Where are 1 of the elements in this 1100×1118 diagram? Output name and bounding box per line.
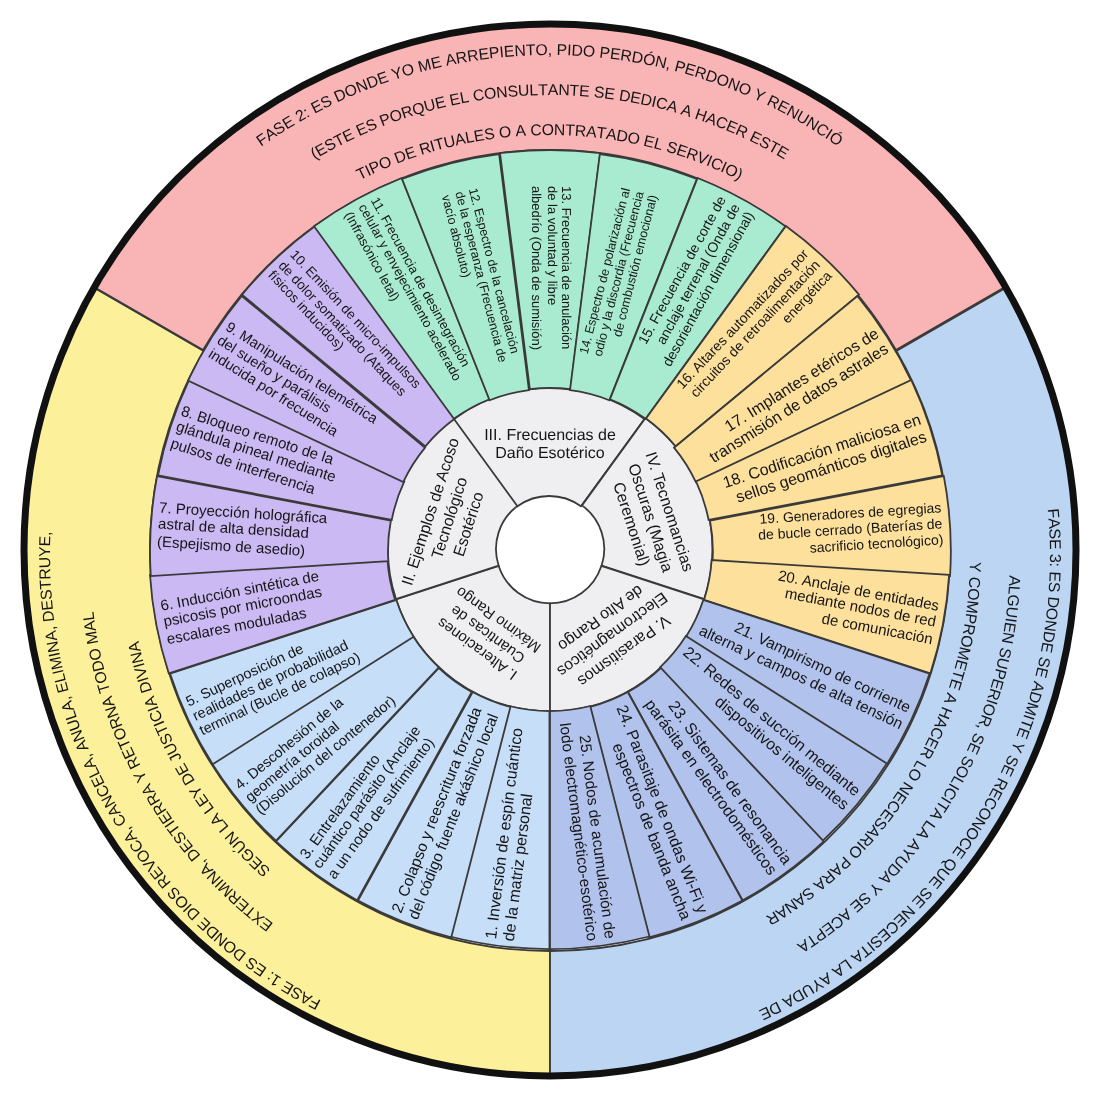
category-label: III. Frecuencias de Daño Esotérico	[484, 425, 616, 465]
